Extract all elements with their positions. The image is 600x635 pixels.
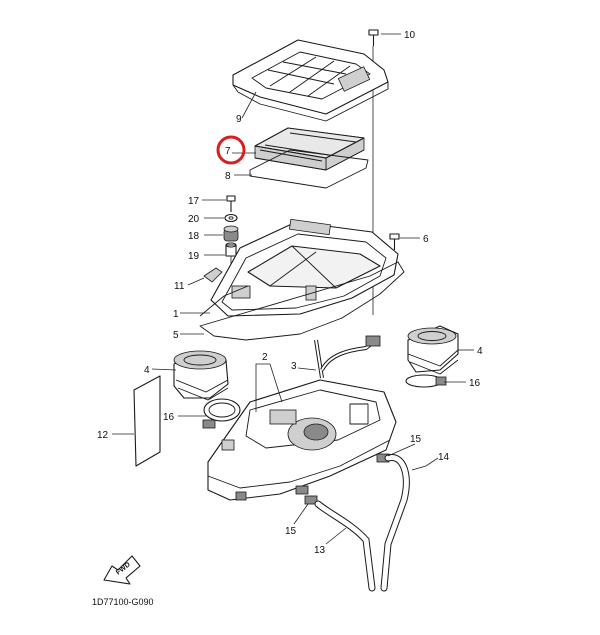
part-14-drain-hose	[380, 454, 410, 592]
part-13-drain-hose	[314, 500, 376, 592]
part-4-joint-left	[173, 350, 229, 401]
callout-4-left: 4	[144, 365, 150, 376]
part-20-washer	[224, 213, 238, 223]
part-15-clamp-lower	[304, 495, 318, 505]
leader-lines	[112, 33, 474, 545]
callout-12: 12	[97, 430, 109, 441]
callout-labels: 10 9 7 8 17 20 18 19 6 11 1 5 2 3 4 4 16…	[97, 30, 483, 556]
callout-13: 13	[314, 545, 326, 556]
part-17-bolt	[226, 195, 236, 212]
part-9-filter-cage	[232, 39, 389, 122]
part-7-air-filter	[254, 127, 365, 171]
callout-9: 9	[236, 114, 242, 125]
callout-5: 5	[173, 330, 179, 341]
callout-1: 1	[173, 309, 179, 320]
callout-2: 2	[262, 352, 268, 363]
callout-4-right: 4	[477, 346, 483, 357]
part-4-joint-right	[407, 325, 459, 375]
part-11-clip	[203, 267, 223, 283]
part-19-collar	[225, 242, 237, 257]
part-18-grommet	[223, 225, 239, 242]
callout-11: 11	[174, 281, 185, 292]
callout-16-left: 16	[163, 412, 175, 423]
callout-15-upper: 15	[410, 434, 422, 445]
callout-15-lower: 15	[285, 526, 297, 537]
part-1-air-case-upper	[210, 218, 399, 317]
part-16-clamp-left	[202, 398, 241, 429]
highlight-circle-part-7	[216, 135, 246, 165]
callout-16-right: 16	[469, 378, 481, 389]
part-2-air-case-lower	[207, 379, 397, 501]
part-6-screw	[389, 233, 400, 250]
fwd-arrow: FWD	[103, 555, 141, 585]
callout-18: 18	[188, 231, 200, 242]
part-16-clamp-right	[405, 374, 447, 388]
callout-3: 3	[291, 361, 297, 372]
part-12-plate	[133, 375, 161, 467]
callout-17: 17	[188, 196, 200, 207]
callout-10: 10	[404, 30, 416, 41]
callout-7: 7	[225, 146, 231, 157]
callout-8: 8	[225, 171, 231, 182]
part-5-seal	[199, 261, 405, 341]
part-10-screw	[368, 29, 379, 46]
part-3-breather-hose	[314, 335, 381, 379]
callout-20: 20	[188, 214, 200, 225]
diagram-code: 1D77100-G090	[92, 597, 154, 607]
callout-19: 19	[188, 251, 200, 262]
callout-14: 14	[438, 452, 450, 463]
part-8-gasket	[249, 149, 369, 189]
callout-6: 6	[423, 234, 429, 245]
